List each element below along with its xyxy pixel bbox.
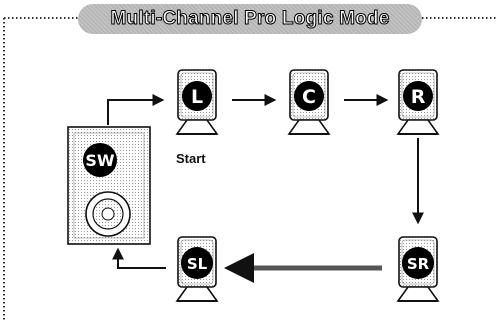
- badge-label-sl: SL: [187, 255, 208, 273]
- speaker-surround-left: SL: [176, 236, 218, 302]
- speaker-surround-right: SR: [397, 236, 439, 302]
- badge-label-sw: SW: [85, 151, 115, 170]
- subwoofer-speaker: SW: [67, 126, 151, 245]
- title-banner: [78, 4, 422, 34]
- badge-label-l: L: [191, 86, 203, 108]
- dotted-frame: [3, 17, 496, 322]
- badge-label-r: R: [411, 86, 426, 108]
- diagram-title: Multi-Channel Pro Logic Mode: [110, 8, 390, 30]
- speaker-front-left: L: [176, 69, 218, 135]
- speaker-front-right: R: [397, 69, 439, 135]
- start-label: Start: [176, 151, 206, 166]
- arrow-sw-to-l: [107, 94, 165, 125]
- speaker-badge-sr: [402, 247, 434, 279]
- speaker-badge-r: [403, 81, 433, 111]
- speaker-badge-c: [294, 81, 324, 111]
- signal-flow-arrows: [107, 94, 424, 283]
- arrow-sl-to-sw: [112, 247, 166, 269]
- speaker-badge-sw: [83, 143, 117, 177]
- speaker-badge-l: [182, 81, 212, 111]
- badge-label-sr: SR: [407, 255, 430, 273]
- speaker-center: C: [288, 69, 330, 135]
- badge-label-c: C: [302, 86, 316, 108]
- speaker-badge-sl: [181, 247, 213, 279]
